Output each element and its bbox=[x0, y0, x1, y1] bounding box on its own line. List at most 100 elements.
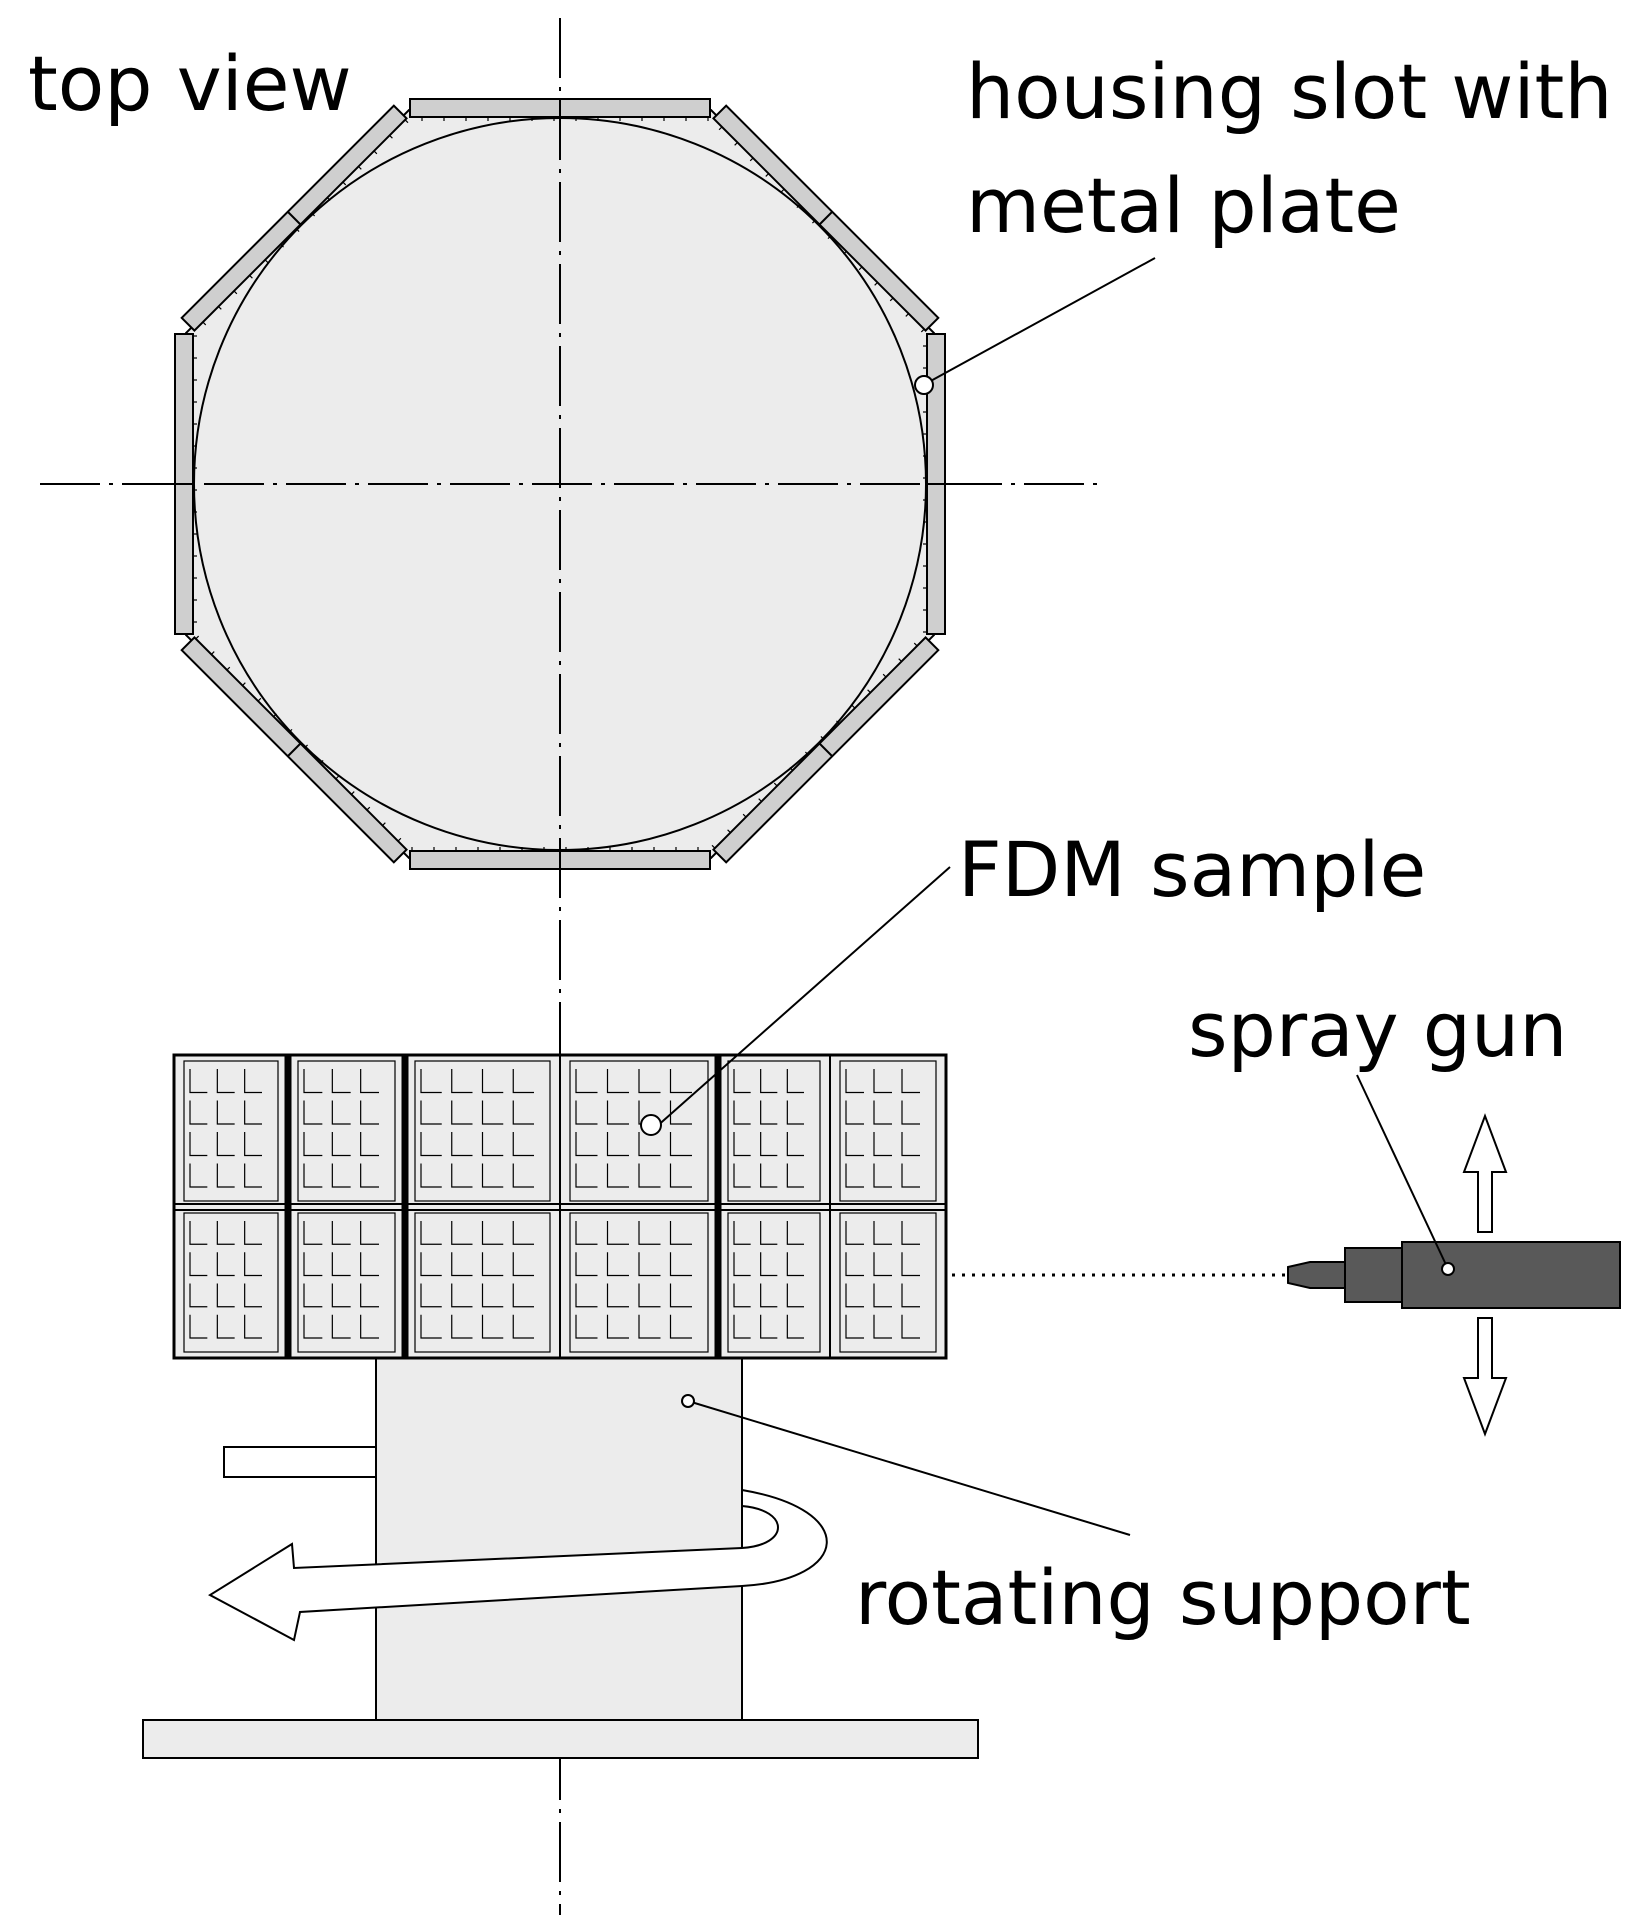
metal-plate-tick bbox=[195, 635, 200, 640]
metal-plate-tick bbox=[280, 243, 284, 248]
tile-cell bbox=[901, 1314, 920, 1339]
rotation-arrow-tail bbox=[223, 1446, 377, 1478]
tile-cell bbox=[786, 1221, 804, 1245]
rotating-support-column bbox=[375, 1357, 743, 1721]
metal-plate-tick bbox=[913, 642, 918, 647]
metal-plate-tick bbox=[382, 822, 386, 826]
tile-cell bbox=[303, 1132, 323, 1157]
tile-cell bbox=[420, 1314, 442, 1339]
metal-plate-tick bbox=[218, 306, 222, 310]
metal-plate bbox=[711, 636, 940, 864]
metal-plate-tick bbox=[758, 798, 762, 802]
metal-plate-tick bbox=[789, 767, 794, 771]
spray-gun-nozzle bbox=[1287, 1261, 1346, 1289]
tile-cell bbox=[873, 1163, 892, 1188]
tile-frame bbox=[183, 1060, 279, 1202]
spray-gun bbox=[1287, 1241, 1621, 1309]
metal-plate-tick bbox=[882, 673, 887, 678]
metal-plate-tick bbox=[335, 775, 340, 780]
tile-cell bbox=[760, 1069, 778, 1094]
tile-cell bbox=[451, 1221, 473, 1245]
tile-cell bbox=[216, 1314, 235, 1339]
up-arrow bbox=[1462, 1113, 1508, 1233]
label-spray-gun: spray gun bbox=[1188, 985, 1567, 1074]
label-top-view: top view bbox=[28, 39, 352, 128]
tile-cell bbox=[481, 1314, 504, 1339]
metal-plate-tick bbox=[905, 313, 910, 317]
housing-leader bbox=[926, 257, 1156, 384]
tile-cell bbox=[360, 1252, 379, 1277]
tile-cell bbox=[303, 1221, 323, 1245]
tile-cell bbox=[733, 1069, 751, 1094]
tile-cell bbox=[360, 1221, 379, 1245]
tile-cell bbox=[638, 1252, 661, 1277]
fdm-leader-dot bbox=[640, 1114, 662, 1136]
tile-cell bbox=[760, 1314, 778, 1339]
rotation-arrow bbox=[208, 1446, 828, 1642]
metal-plate-tick bbox=[257, 697, 262, 702]
tile-cell bbox=[901, 1100, 920, 1125]
tile-cell bbox=[189, 1163, 208, 1188]
tile-cell bbox=[189, 1283, 208, 1308]
metal-plate-tick bbox=[342, 181, 347, 186]
tile-cell bbox=[216, 1252, 235, 1277]
metal-plate bbox=[180, 104, 409, 332]
metal-plate-tick bbox=[288, 728, 293, 733]
housing-leader-dot bbox=[914, 375, 934, 395]
tile-cell bbox=[845, 1283, 864, 1308]
tile-cell bbox=[512, 1132, 534, 1157]
tile-cell bbox=[451, 1283, 473, 1308]
metal-plate-tick bbox=[827, 235, 832, 240]
metal-plates bbox=[174, 98, 946, 870]
tile-cell bbox=[873, 1069, 892, 1094]
tile-cell bbox=[189, 1314, 208, 1339]
top-view-drawing bbox=[40, 98, 1100, 870]
tile-cell bbox=[575, 1221, 598, 1245]
metal-plate-tick bbox=[718, 126, 723, 131]
down-arrow bbox=[1462, 1317, 1508, 1437]
tile-cell bbox=[575, 1283, 598, 1308]
tile-cell bbox=[451, 1314, 473, 1339]
tile-cell bbox=[786, 1163, 804, 1188]
metal-plate-tick bbox=[920, 328, 925, 333]
metal-plate-tick bbox=[358, 166, 362, 170]
tile-cell bbox=[420, 1069, 442, 1094]
tile-cell bbox=[244, 1221, 262, 1245]
metal-plate-tick bbox=[898, 658, 902, 662]
metal-plate-tick bbox=[843, 250, 847, 255]
tile-cell bbox=[244, 1283, 262, 1308]
metal-plate-tick bbox=[210, 651, 215, 655]
tile-frame bbox=[297, 1060, 396, 1202]
tile-cell bbox=[331, 1283, 351, 1308]
metal-plate-tick bbox=[773, 782, 778, 787]
tile-cell bbox=[420, 1163, 442, 1188]
tile-cell bbox=[481, 1163, 504, 1188]
tile-cell bbox=[760, 1100, 778, 1125]
tile-cell bbox=[901, 1163, 920, 1188]
tile-cell bbox=[733, 1252, 751, 1277]
metal-plate-tick bbox=[295, 228, 300, 232]
metal-plate-tick bbox=[889, 297, 894, 302]
spray-gun-body bbox=[1401, 1241, 1621, 1309]
tile-cell bbox=[512, 1283, 534, 1308]
tile-cell bbox=[901, 1069, 920, 1094]
tile-cell bbox=[733, 1283, 751, 1308]
tile-cell bbox=[786, 1069, 804, 1094]
metal-plate-tick bbox=[233, 290, 238, 295]
tile-cell bbox=[638, 1314, 661, 1339]
tile-cell bbox=[303, 1314, 323, 1339]
tile-cell bbox=[451, 1100, 473, 1125]
rotating-leader bbox=[687, 1400, 1131, 1536]
tile-cell bbox=[901, 1283, 920, 1308]
tile-cell bbox=[512, 1100, 534, 1125]
tile-frame bbox=[414, 1212, 551, 1353]
tile-frame bbox=[727, 1212, 821, 1353]
tile-cell bbox=[606, 1132, 629, 1157]
tile-cell bbox=[331, 1163, 351, 1188]
tile-cell bbox=[512, 1314, 534, 1339]
metal-plate-tick bbox=[249, 274, 253, 279]
tile-cell bbox=[331, 1069, 351, 1094]
tile-cell bbox=[575, 1314, 598, 1339]
tile-cell bbox=[575, 1252, 598, 1277]
tile-cell bbox=[451, 1132, 473, 1157]
